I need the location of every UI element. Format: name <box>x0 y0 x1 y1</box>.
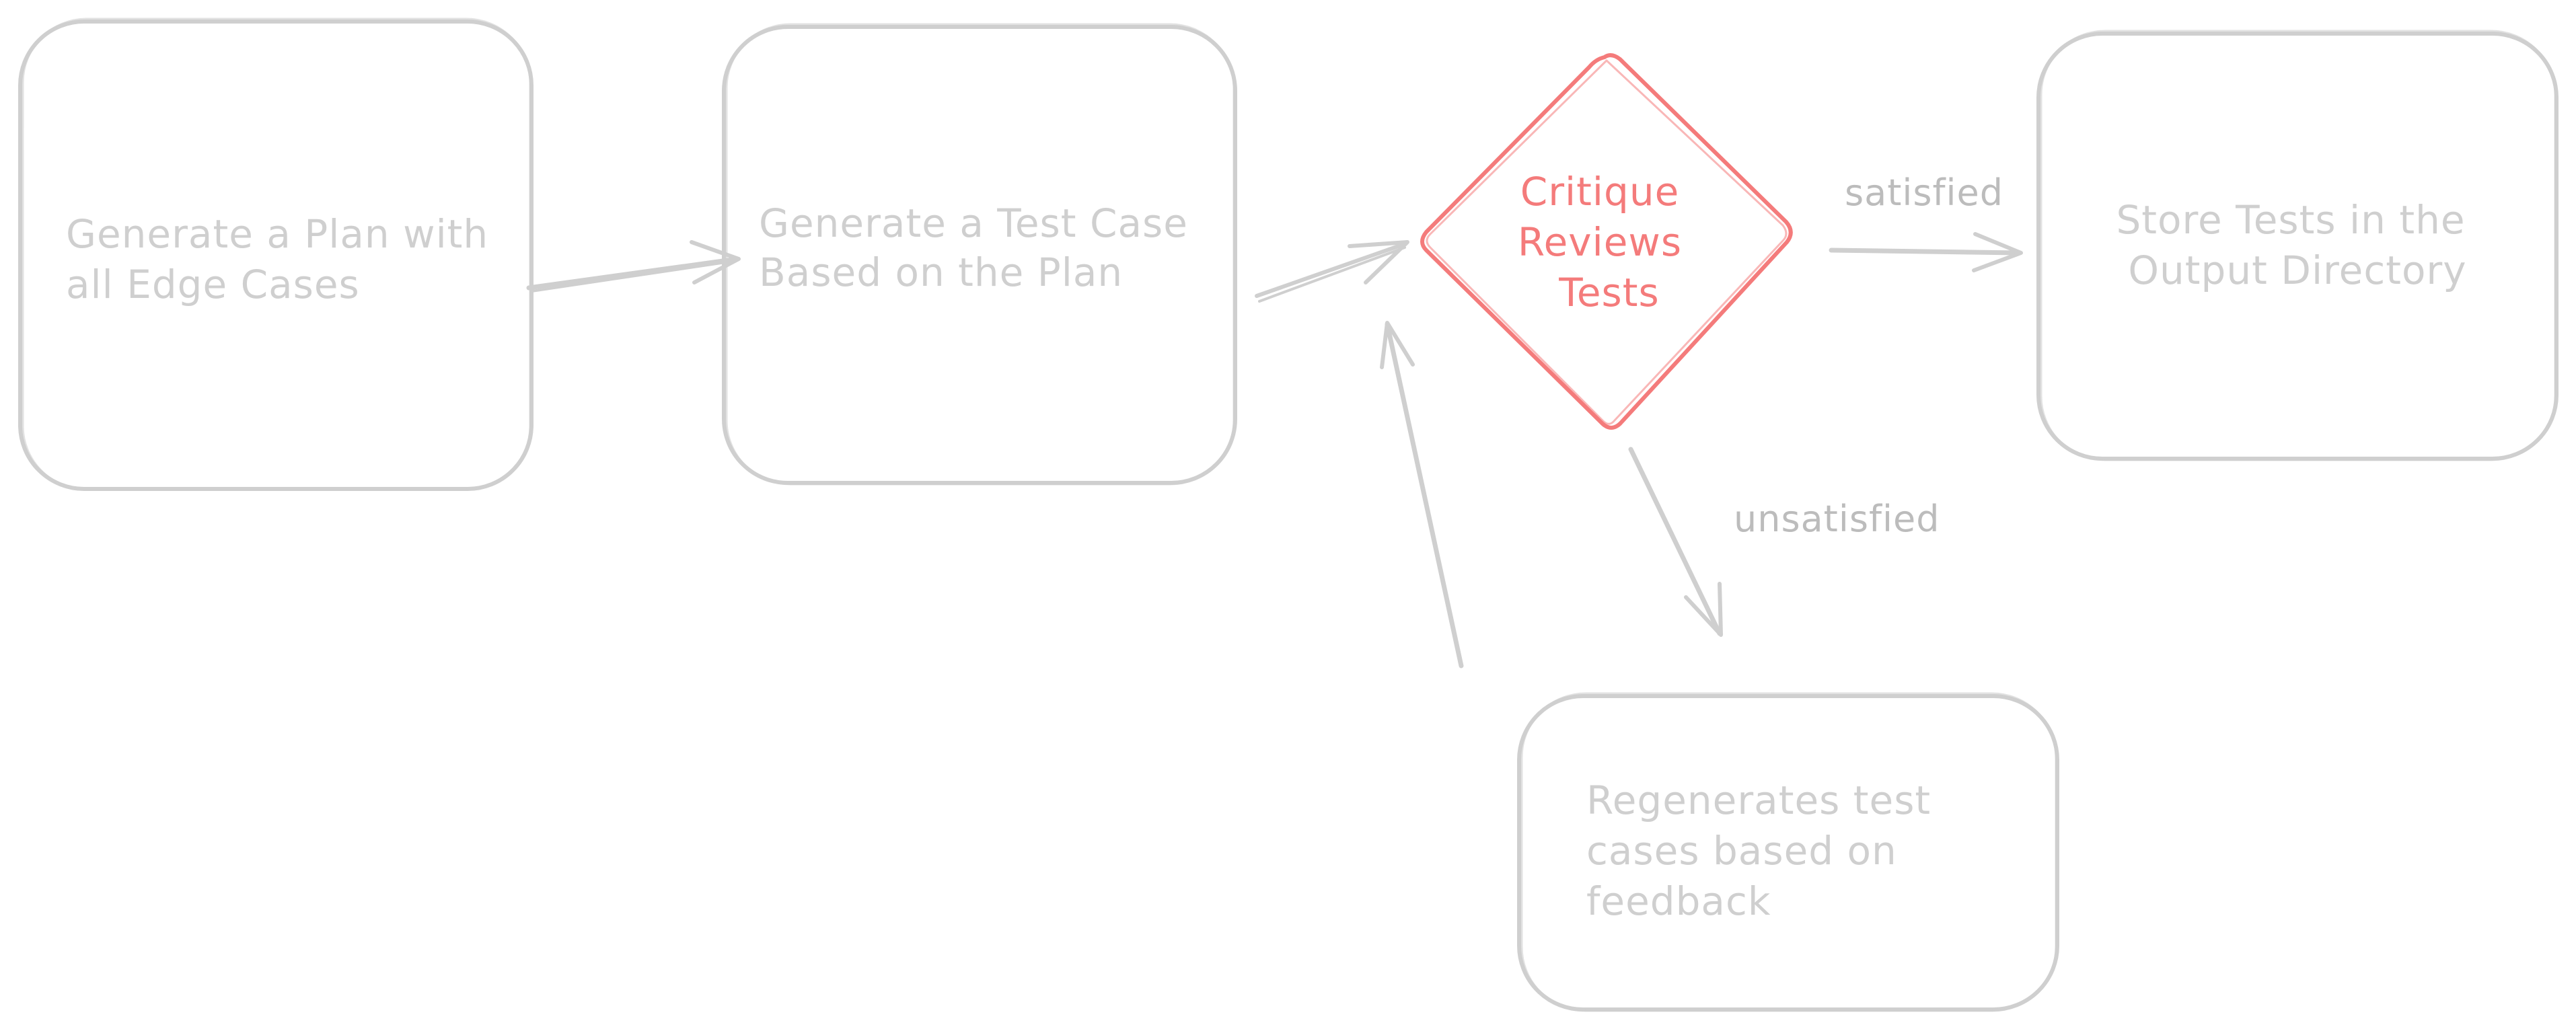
node-generate-test-case-line-1: Generate a Test Case <box>759 200 1188 246</box>
node-store-tests-line-2: Output Directory <box>2128 247 2466 293</box>
node-generate-plan-line-1: Generate a Plan with <box>66 211 488 257</box>
node-generate-test-case: Generate a Test Case Based on the Plan <box>722 23 1237 486</box>
node-regenerate-line-2: cases based on <box>1586 828 1897 874</box>
arrow-critique-to-store <box>1829 232 2023 272</box>
node-store-tests-line-1: Store Tests in the <box>2116 197 2465 243</box>
node-regenerate-line-1: Regenerates test <box>1586 777 1931 823</box>
arrow-regenerate-to-critique <box>1380 321 1464 669</box>
node-critique-line-1: Critique <box>1520 169 1680 215</box>
node-store-tests: Store Tests in the Output Directory <box>2036 30 2559 461</box>
node-critique-line-2: Reviews <box>1518 219 1682 265</box>
node-generate-plan: Generate a Plan with all Edge Cases <box>18 17 533 491</box>
arrow-plan-to-test-case <box>526 240 741 293</box>
node-regenerate-tests: Regenerates test cases based on feedback <box>1517 692 2059 1012</box>
arrow-test-case-to-critique <box>1255 240 1409 303</box>
node-generate-plan-line-2: all Edge Cases <box>66 262 360 307</box>
node-critique-reviews-tests: Critique Reviews Tests <box>1420 53 1793 430</box>
node-critique-line-3: Tests <box>1558 270 1659 315</box>
arrow-critique-to-regenerate <box>1628 447 1723 637</box>
node-regenerate-line-3: feedback <box>1586 878 1771 924</box>
node-generate-test-case-line-2: Based on the Plan <box>759 250 1123 295</box>
edge-label-satisfied: satisfied <box>1845 172 2003 214</box>
edge-label-unsatisfied: unsatisfied <box>1734 498 1940 540</box>
